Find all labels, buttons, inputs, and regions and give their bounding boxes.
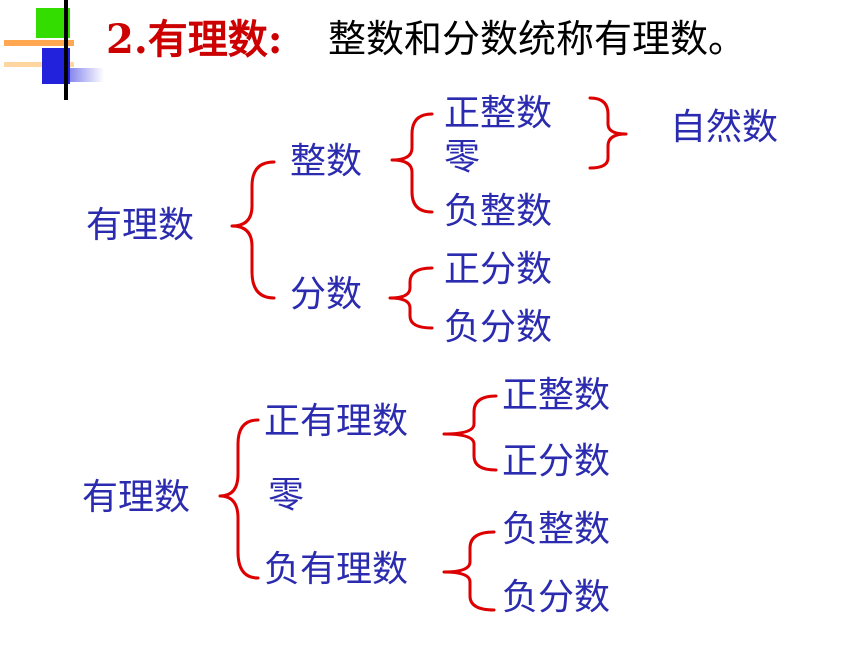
node-zero-2: 零 (268, 475, 305, 516)
node-negative-fractions-1: 负分数 (444, 307, 553, 348)
brace-root-2 (218, 418, 260, 580)
brace-integers (390, 112, 434, 214)
node-negative-fractions-2: 负分数 (502, 577, 611, 618)
definition-text: 整数和分数统称有理数。 (328, 17, 747, 61)
node-fractions: 分数 (290, 274, 363, 315)
node-positive-fractions-1: 正分数 (444, 249, 553, 290)
root-rational-numbers-2: 有理数 (82, 477, 191, 518)
deco-blue-fade (70, 68, 104, 82)
deco-orange-bar-2 (4, 62, 74, 67)
brace-positive (442, 394, 498, 472)
node-positive-integers-1: 正整数 (444, 93, 553, 134)
brace-fractions (388, 266, 434, 330)
node-natural-numbers: 自然数 (670, 107, 779, 148)
deco-orange-bar (4, 40, 74, 46)
node-negative-rationals: 负有理数 (264, 549, 409, 590)
node-positive-rationals: 正有理数 (264, 401, 409, 442)
node-negative-integers-2: 负整数 (502, 509, 611, 550)
node-positive-integers-2: 正整数 (502, 375, 611, 416)
root-rational-numbers-1: 有理数 (86, 205, 195, 246)
brace-natural-right (588, 96, 628, 170)
deco-vertical-line (64, 0, 68, 100)
node-zero-1: 零 (444, 137, 481, 178)
node-negative-integers-1: 负整数 (444, 191, 553, 232)
node-positive-fractions-2: 正分数 (502, 441, 611, 482)
node-integers: 整数 (290, 141, 363, 182)
brace-negative (442, 530, 496, 612)
corner-decoration (0, 0, 110, 100)
section-number-label: 2.有理数: (106, 16, 283, 63)
brace-root-1 (230, 160, 276, 300)
